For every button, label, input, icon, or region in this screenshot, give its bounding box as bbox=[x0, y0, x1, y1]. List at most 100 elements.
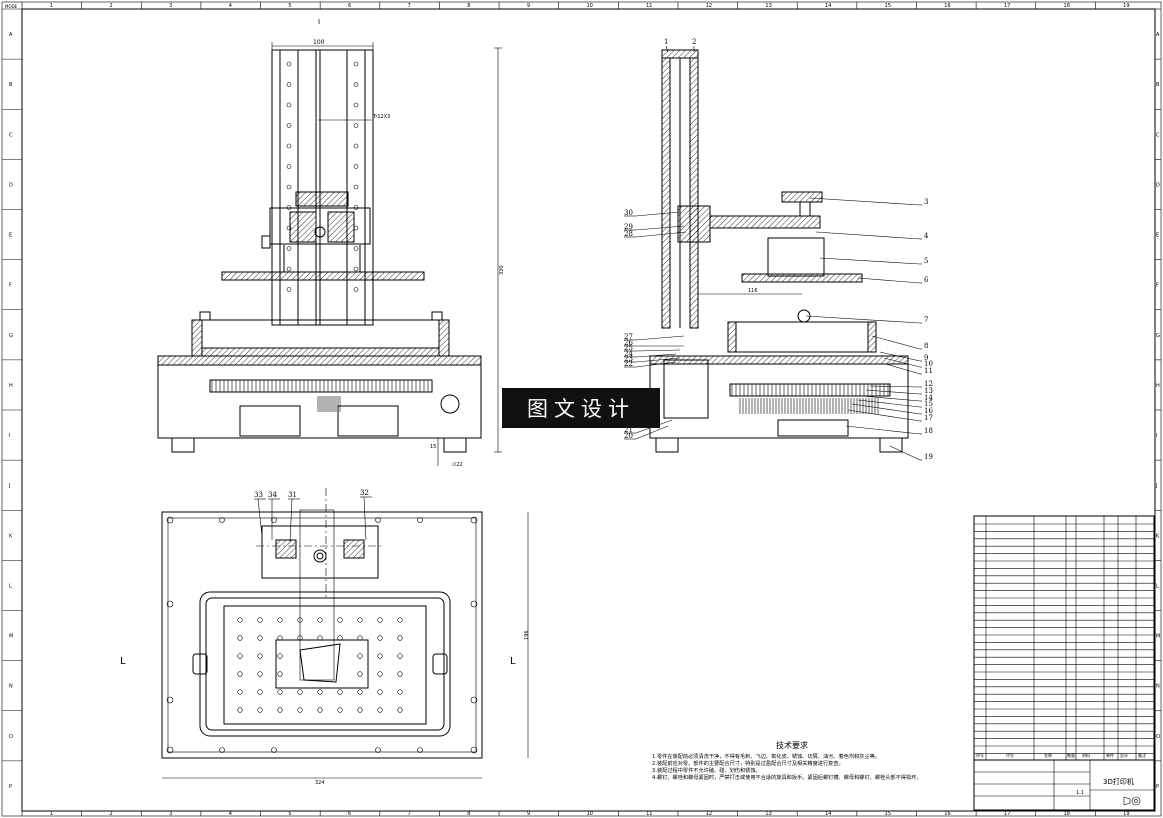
row-label: M bbox=[1156, 634, 1160, 640]
mount-hole bbox=[286, 246, 292, 251]
col-label: 19 bbox=[1123, 811, 1129, 817]
col-label: 13 bbox=[765, 811, 771, 817]
screw-head bbox=[470, 516, 478, 524]
plate-screws bbox=[166, 516, 478, 754]
col-label: 15 bbox=[885, 811, 891, 817]
mount-hole bbox=[286, 287, 292, 292]
col-label: 7 bbox=[408, 811, 411, 817]
col-label: 1 bbox=[50, 811, 53, 817]
mount-hole bbox=[286, 184, 292, 190]
col-label: 10 bbox=[587, 3, 593, 9]
mount-hole bbox=[353, 123, 359, 128]
row-label: F bbox=[9, 283, 12, 289]
rail-mount-holes bbox=[286, 61, 359, 292]
callout-leaders bbox=[624, 45, 922, 461]
mount-hole bbox=[353, 266, 359, 272]
row-label: L bbox=[9, 583, 12, 589]
row-label: K bbox=[9, 533, 13, 539]
mount-hole bbox=[353, 61, 359, 67]
callout-28: 28 bbox=[624, 230, 633, 238]
col-label: 4 bbox=[229, 811, 232, 817]
mount-hole bbox=[286, 102, 292, 108]
row-label: D bbox=[1156, 182, 1160, 188]
plate-hole bbox=[397, 689, 403, 695]
row-label: J bbox=[8, 483, 10, 489]
plate-hole bbox=[377, 671, 383, 677]
callout-4: 4 bbox=[924, 232, 929, 240]
row-label: N bbox=[1156, 684, 1160, 690]
mount-hole bbox=[286, 61, 292, 67]
col-label: 13 bbox=[765, 3, 771, 9]
row-label: A bbox=[1156, 32, 1160, 38]
col-label: 9 bbox=[527, 3, 530, 9]
callout-30: 30 bbox=[624, 209, 633, 217]
plate-hole bbox=[317, 689, 323, 695]
callout-10: 10 bbox=[924, 360, 933, 368]
plate-hole bbox=[337, 689, 343, 695]
callout-23: 23 bbox=[624, 355, 633, 363]
row-label: G bbox=[1156, 333, 1160, 339]
parts-header-cell: 代号 bbox=[1006, 752, 1014, 758]
screw-head bbox=[417, 747, 423, 753]
mount-hole bbox=[353, 184, 359, 190]
top-callout-leaders bbox=[254, 496, 372, 543]
col-label: 14 bbox=[825, 811, 831, 817]
parts-header-cell: 数量 bbox=[1067, 752, 1075, 758]
plate-hole bbox=[357, 689, 363, 695]
mount-hole bbox=[286, 164, 292, 169]
parts-header-cell: 总计 bbox=[1120, 752, 1128, 758]
plate-hole bbox=[357, 653, 363, 659]
col-label: 8 bbox=[467, 811, 470, 817]
col-label: 5 bbox=[288, 811, 291, 817]
mount-hole bbox=[286, 266, 292, 272]
col-label: 16 bbox=[944, 3, 950, 9]
callout-29: 29 bbox=[624, 223, 633, 231]
row-label: P bbox=[1156, 784, 1159, 790]
plate-hole bbox=[397, 671, 403, 677]
col-label: 15 bbox=[885, 3, 891, 9]
callout-22: 22 bbox=[624, 360, 633, 368]
heatsink-fins bbox=[211, 380, 429, 412]
col-label: 6 bbox=[348, 811, 351, 817]
col-label: 7 bbox=[408, 3, 411, 9]
row-label: P bbox=[9, 784, 12, 790]
parts-header-cell: 名称 bbox=[1044, 752, 1052, 758]
col-label: 10 bbox=[587, 811, 593, 817]
watermark: 图文设计 bbox=[502, 388, 660, 428]
callout-8: 8 bbox=[924, 342, 928, 350]
col-label: 12 bbox=[706, 811, 712, 817]
plate-hole bbox=[257, 635, 263, 641]
row-label: J bbox=[1155, 483, 1157, 489]
drawing-scale: 1:1 bbox=[1076, 790, 1084, 796]
view-marker: I bbox=[318, 18, 320, 26]
plate-hole bbox=[357, 671, 363, 677]
screw-head bbox=[219, 747, 225, 753]
row-label: O bbox=[1156, 734, 1160, 740]
plate-hole bbox=[237, 671, 243, 677]
row-label: H bbox=[1156, 383, 1160, 389]
plate-hole bbox=[377, 617, 383, 623]
screw-head bbox=[219, 517, 225, 523]
col-label: 17 bbox=[1004, 811, 1010, 817]
plate-hole bbox=[397, 653, 403, 659]
plate-hole bbox=[377, 689, 383, 695]
plate-hole bbox=[257, 617, 263, 623]
screw-head bbox=[166, 696, 174, 704]
plate-hole bbox=[377, 707, 383, 713]
parts-header-cell: 备注 bbox=[1138, 752, 1146, 758]
plate-hole bbox=[257, 653, 263, 659]
row-label: E bbox=[9, 233, 12, 239]
row-label: B bbox=[1156, 82, 1160, 88]
title-block: 3D打印机 1:1 bbox=[973, 759, 1155, 811]
tech-req-line-2: 2.装配前应对零、部件的主要配合尺寸，特别是过盈配合尺寸及相关精度进行复查。 bbox=[652, 759, 844, 767]
technical-requirements: 技术要求 1.零件在装配前必须清洗干净，不得有毛刺、飞边、氧化皮、锈蚀、切屑、油… bbox=[652, 740, 922, 781]
mount-hole bbox=[353, 164, 359, 169]
screw-head bbox=[271, 517, 277, 523]
plate-hole bbox=[277, 707, 283, 713]
parts-list-rows bbox=[974, 523, 1154, 754]
dim-width-324: 324 bbox=[315, 780, 325, 786]
